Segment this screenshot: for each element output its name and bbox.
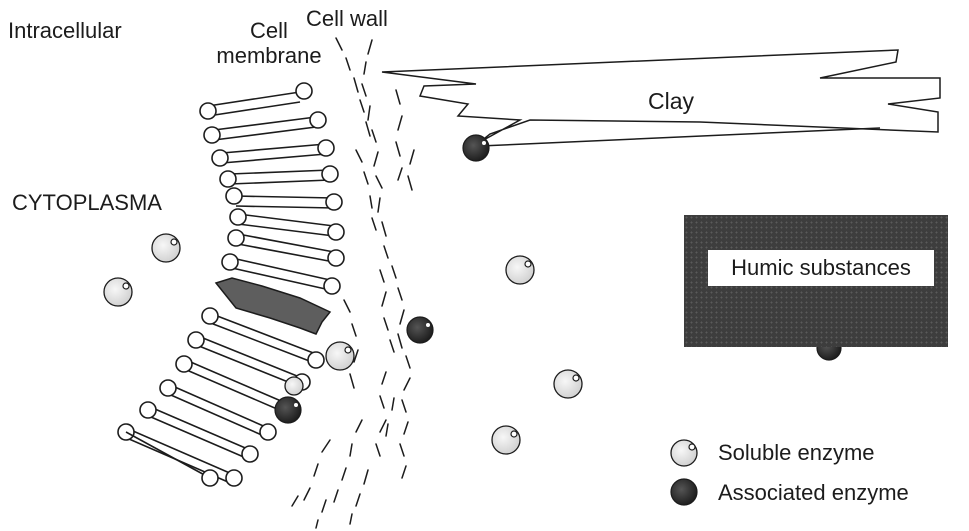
lipid-pair: [140, 402, 258, 462]
associated-enzyme: [275, 397, 301, 423]
legend-soluble-label: Soluble enzyme: [718, 440, 875, 465]
lipid-pair: [160, 380, 276, 440]
legend-associated-label: Associated enzyme: [718, 480, 909, 505]
lipid-pair: [226, 188, 342, 210]
clay-enzyme-tether: [480, 128, 880, 146]
soluble-enzyme: [285, 377, 303, 395]
clay-label: Clay: [648, 88, 694, 114]
legend-soluble-notch: [689, 444, 695, 450]
cell-membrane-label-line2: membrane: [214, 43, 324, 68]
cytoplasma-label: CYTOPLASMA: [12, 190, 162, 215]
associated-enzyme: [407, 317, 433, 343]
soluble-enzyme: [104, 278, 132, 306]
intracellular-label: Intracellular: [8, 18, 122, 43]
cell-membrane-upper: [200, 83, 344, 294]
soluble-enzymes: [104, 234, 582, 454]
lipid-pair: [118, 424, 242, 486]
humic-substances-label: Humic substances: [708, 250, 934, 286]
cell-membrane-lower: [118, 308, 324, 486]
soluble-enzyme: [152, 234, 180, 262]
soluble-enzyme: [326, 342, 354, 370]
soluble-enzyme: [492, 426, 520, 454]
cell-wall-label: Cell wall: [306, 6, 388, 31]
cell-wall: [292, 38, 414, 528]
lipid-pair: [220, 166, 338, 187]
associated-enzyme: [463, 135, 489, 161]
lipid-pair: [200, 83, 312, 119]
legend-associated-marker: [671, 479, 697, 505]
lipid-pair: [212, 140, 334, 166]
lipid-pair: [204, 112, 326, 143]
soluble-enzyme: [554, 370, 582, 398]
soluble-enzyme: [506, 256, 534, 284]
